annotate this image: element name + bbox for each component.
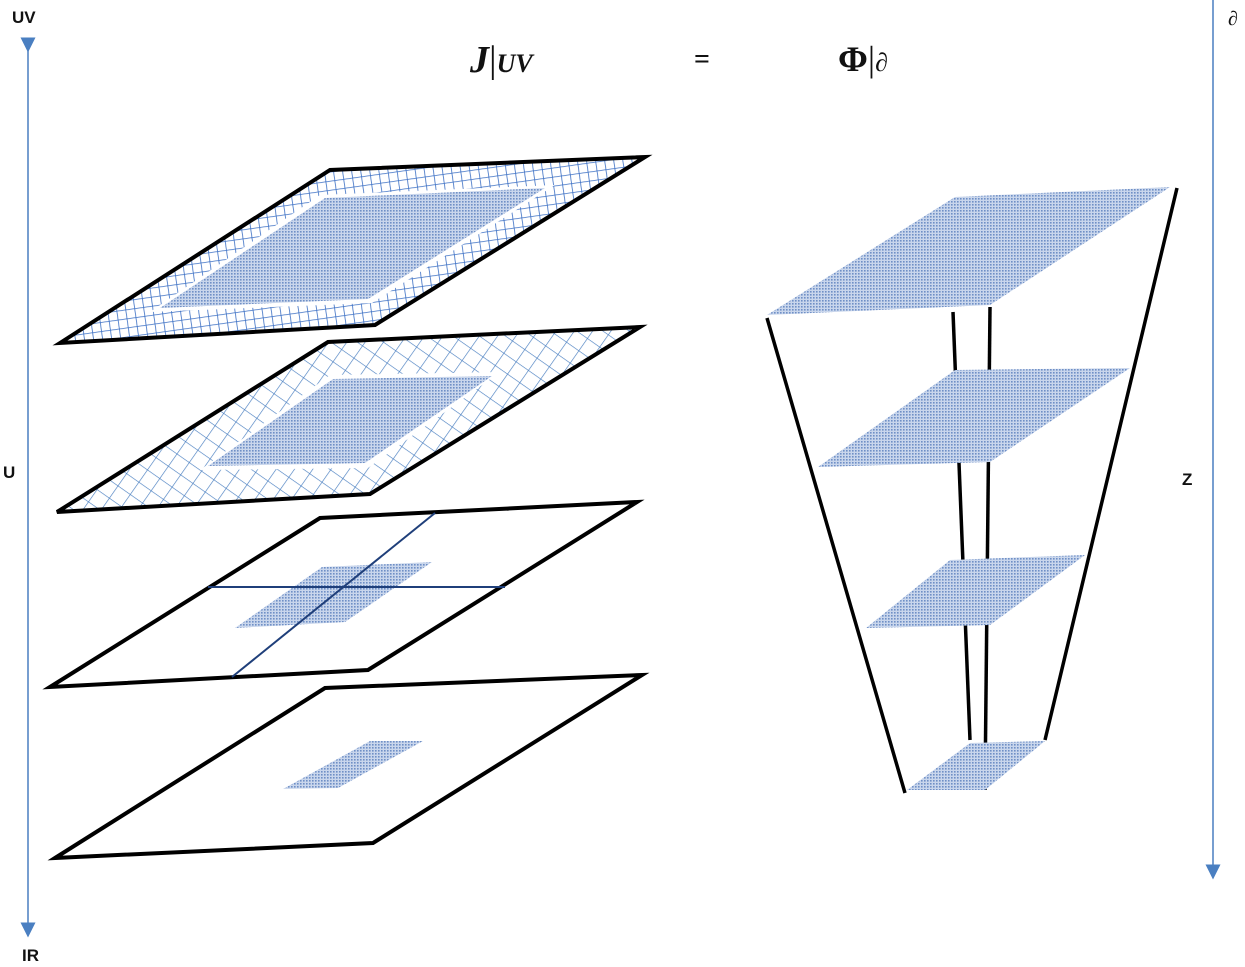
lhs-restriction-bar: | <box>489 39 497 81</box>
layer-2-coarse-mesh <box>55 324 648 514</box>
layer-2-region <box>208 376 492 466</box>
z-label: Z <box>1182 470 1193 489</box>
cone-right-edge <box>1043 187 1179 741</box>
uv-label: UV <box>12 8 36 27</box>
bulk-slice-1 <box>767 187 1170 315</box>
bulk-slice-3 <box>866 555 1085 628</box>
layer-1-region <box>160 188 545 308</box>
bulk-slice-4 <box>907 741 1045 790</box>
rhs-restriction-bar: | <box>867 39 876 79</box>
bulk-slice-2 <box>818 368 1130 467</box>
cone-left-edge <box>765 317 907 794</box>
layer-3-cross <box>42 499 645 690</box>
layer-4-region <box>283 741 423 789</box>
lhs-subscript: UV <box>496 49 533 78</box>
rhs-subscript: ∂ <box>875 48 888 77</box>
ir-label: IR <box>22 946 39 965</box>
bulk-cone <box>765 187 1179 794</box>
layer-3-diagonal-line <box>231 512 436 678</box>
rhs-symbol: Φ <box>838 39 868 79</box>
u-label: U <box>3 463 16 482</box>
title-lhs: J|UV <box>470 38 533 82</box>
layer-1-fine-mesh <box>52 154 653 346</box>
boundary-label: ∂ <box>1228 8 1238 30</box>
title-rhs: Φ|∂ <box>838 38 888 80</box>
layer-4-ir <box>47 672 650 861</box>
title-equals: = <box>694 44 710 75</box>
lhs-symbol: J <box>470 39 489 81</box>
